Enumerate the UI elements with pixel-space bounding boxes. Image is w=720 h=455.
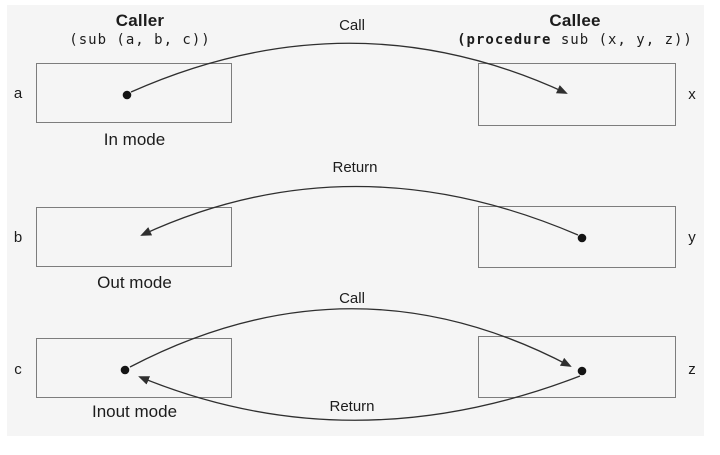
callee-var-z-box	[478, 336, 676, 398]
caller-title: Caller	[115, 11, 165, 30]
callee-var-x-box	[478, 63, 676, 126]
caller-var-b-box	[36, 207, 232, 267]
caller-var-c-label: c	[14, 361, 22, 378]
callee-var-y-box	[478, 206, 676, 268]
inout-mode-label: Inout mode	[91, 402, 178, 421]
caller-var-a-label: a	[13, 85, 23, 102]
caller-var-b-label: b	[13, 229, 23, 246]
caller-signature: (sub (a, b, c))	[69, 32, 211, 48]
callee-signature-keyword: (procedure	[457, 32, 552, 48]
return-arrow-label-row2: Return	[332, 159, 378, 176]
in-mode-label: In mode	[103, 130, 166, 149]
callee-header: Callee (procedure sub (x, y, z))	[438, 11, 712, 49]
callee-var-x-label: x	[688, 86, 696, 103]
callee-signature: (procedure sub (x, y, z))	[438, 32, 712, 49]
return-arrow-label-row3: Return	[329, 398, 375, 415]
callee-var-z-label: z	[688, 361, 696, 378]
call-arrow-label-row3: Call	[339, 290, 365, 307]
callee-title: Callee	[549, 11, 601, 30]
caller-header: Caller (sub (a, b, c))	[30, 11, 250, 49]
call-arrow-label-row1: Call	[339, 17, 365, 34]
callee-signature-rest: sub (x, y, z))	[551, 32, 693, 48]
callee-var-y-label: y	[688, 229, 696, 246]
caller-var-c-box	[36, 338, 232, 398]
caller-var-a-box	[36, 63, 232, 123]
out-mode-label: Out mode	[97, 273, 172, 292]
